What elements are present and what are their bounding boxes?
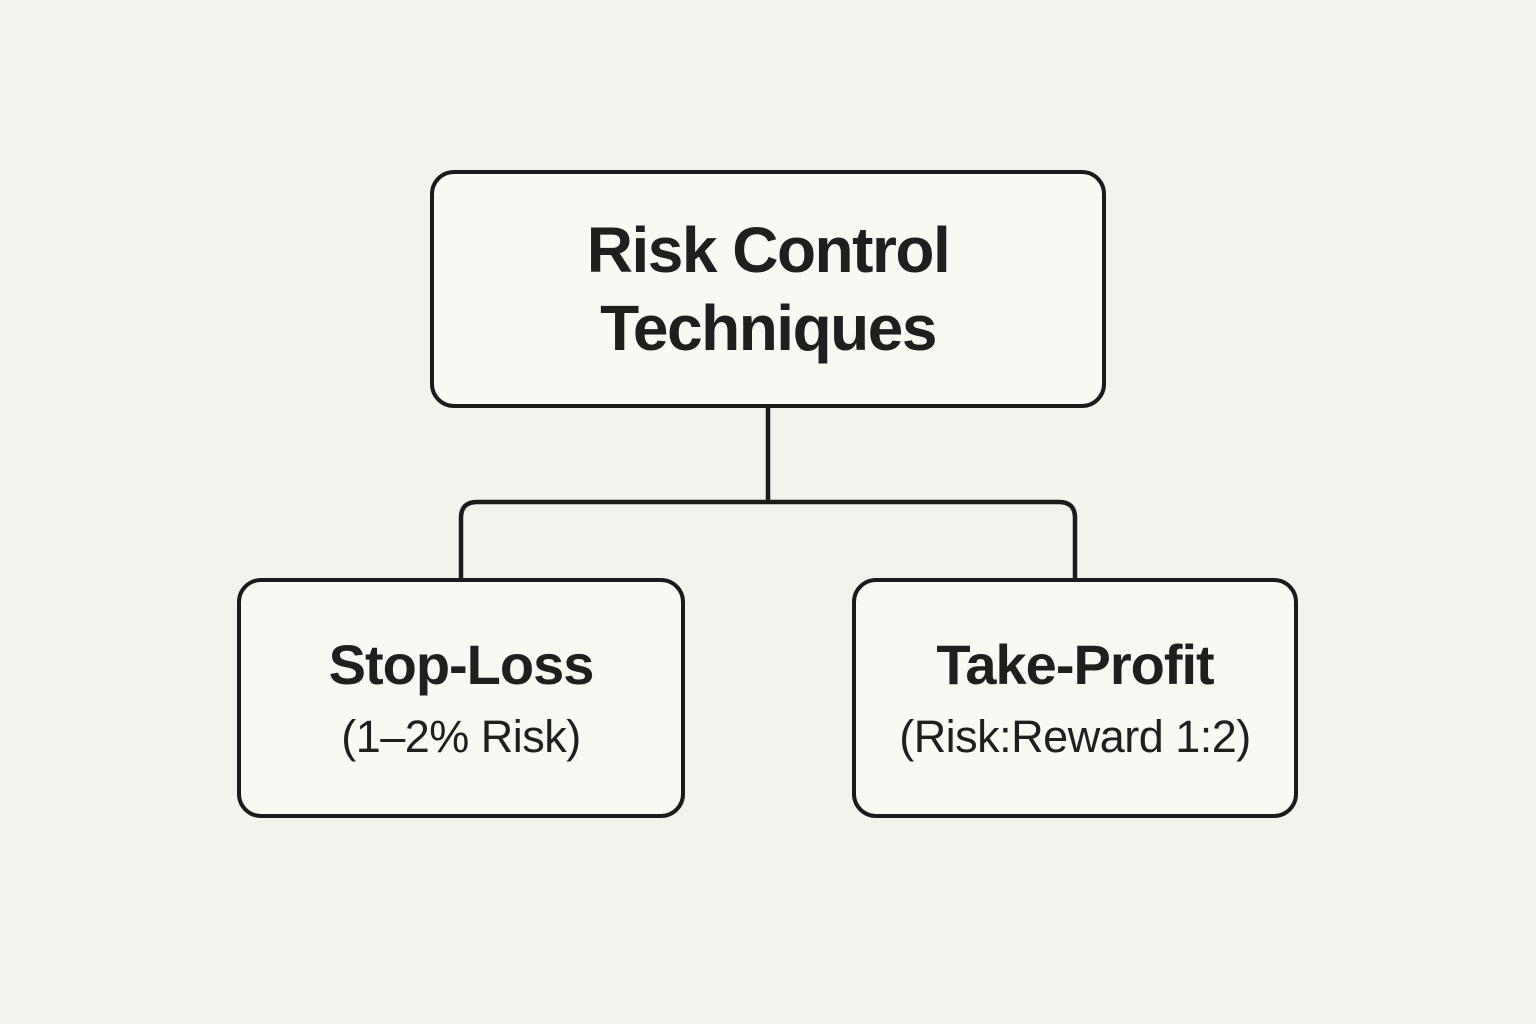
node-take-profit: Take-Profit (Risk:Reward 1:2) [852,578,1298,818]
connector-branch-right [768,499,1078,580]
node-risk-control-techniques: Risk Control Techniques [430,170,1106,408]
node-title: Risk Control Techniques [586,213,951,364]
node-subtitle: (1–2% Risk) [341,710,581,762]
node-stop-loss: Stop-Loss (1–2% Risk) [237,578,685,818]
node-subtitle: (Risk:Reward 1:2) [899,710,1251,762]
connector-branch-left [458,499,768,580]
node-title: Stop-Loss [328,632,595,696]
node-title: Take-Profit [936,632,1214,696]
